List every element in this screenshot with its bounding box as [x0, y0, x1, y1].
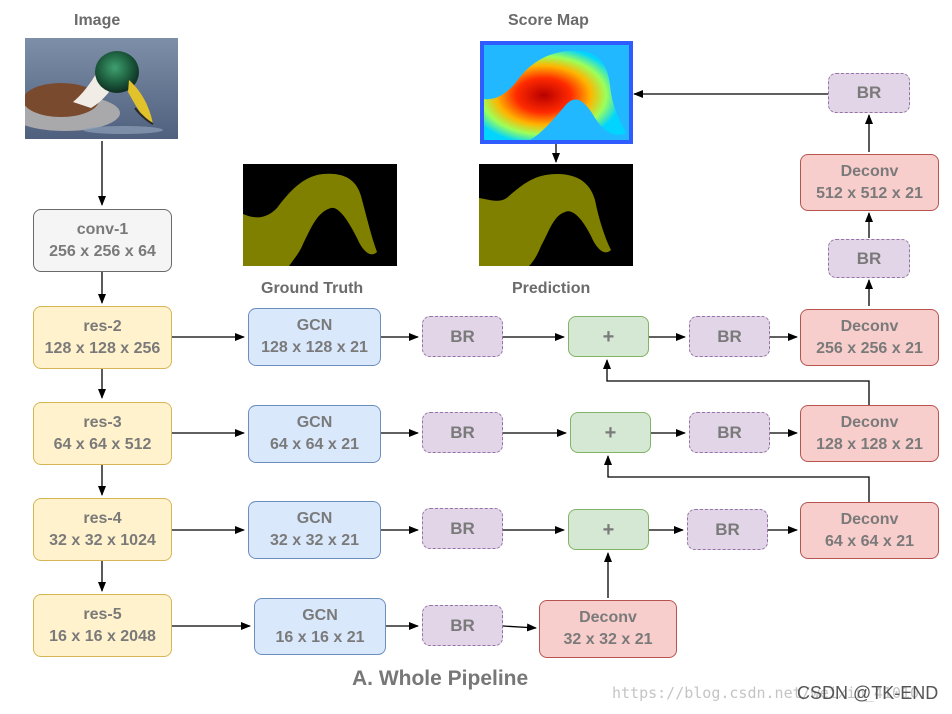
- res3-name: res-3: [83, 413, 122, 431]
- gcn2-block: GCN 128 x 128 x 21: [248, 308, 381, 366]
- br-block: BR: [422, 605, 503, 646]
- res2-size: 128 x 128 x 256: [44, 339, 161, 357]
- res3-block: res-3 64 x 64 x 512: [33, 402, 172, 465]
- br-block: BR: [422, 412, 503, 453]
- gcn5-block: GCN 16 x 16 x 21: [254, 598, 386, 655]
- conv1-name: conv-1: [76, 220, 129, 238]
- br-text: BR: [856, 83, 882, 102]
- res5-name: res-5: [83, 605, 122, 623]
- gcn2-size: 128 x 128 x 21: [261, 339, 368, 356]
- gcn4-block: GCN 32 x 32 x 21: [248, 501, 381, 559]
- gcn4-name: GCN: [296, 510, 333, 527]
- arrow-deconv4-to-plus3: [604, 455, 870, 503]
- br-text: BR: [856, 248, 882, 268]
- deconv-top-size: 512 x 512 x 21: [816, 184, 923, 202]
- res4-block: res-4 32 x 32 x 1024: [33, 498, 172, 561]
- gcn5-name: GCN: [302, 606, 338, 624]
- br-block: BR: [422, 508, 503, 549]
- conv1-size: 256 x 256 x 64: [49, 242, 156, 260]
- br-block: BR: [422, 316, 503, 357]
- prediction-mask: [479, 164, 633, 266]
- res5-block: res-5 16 x 16 x 2048: [33, 594, 172, 657]
- deconv4-name: Deconv: [840, 510, 899, 528]
- deconv2-block: Deconv 256 x 256 x 21: [800, 309, 939, 366]
- deconv3-name: Deconv: [840, 413, 899, 431]
- res4-size: 32 x 32 x 1024: [49, 531, 156, 549]
- br-block: BR: [828, 73, 910, 113]
- sum-text: +: [602, 325, 615, 348]
- deconv-top-name: Deconv: [840, 162, 899, 180]
- sum-node: +: [568, 316, 649, 357]
- deconv5-size: 32 x 32 x 21: [563, 631, 653, 648]
- res5-size: 16 x 16 x 2048: [49, 627, 156, 645]
- arrow-br5-to-deconv5: [502, 623, 537, 632]
- deconv5-name: Deconv: [579, 609, 637, 626]
- br-text: BR: [450, 422, 475, 442]
- score-map-label: Score Map: [508, 12, 589, 29]
- res3-size: 64 x 64 x 512: [53, 435, 152, 453]
- deconv5-block: Deconv 32 x 32 x 21: [539, 600, 677, 658]
- br-block: BR: [689, 412, 770, 453]
- deconv2-name: Deconv: [840, 317, 899, 335]
- conv1-block: conv-1 256 x 256 x 64: [33, 209, 172, 272]
- sum-node: +: [568, 509, 649, 550]
- score-map-heatmap: [480, 41, 633, 144]
- br-text: BR: [717, 422, 742, 442]
- br-block: BR: [828, 239, 910, 278]
- gcn2-name: GCN: [296, 317, 333, 334]
- res4-name: res-4: [83, 509, 122, 527]
- arrow-deconv3-to-plus2: [603, 359, 870, 405]
- ground-truth-label: Ground Truth: [261, 280, 364, 297]
- deconv3-size: 128 x 128 x 21: [816, 435, 923, 453]
- deconv-top-block: Deconv 512 x 512 x 21: [800, 154, 939, 211]
- deconv4-size: 64 x 64 x 21: [825, 532, 914, 550]
- prediction-label: Prediction: [512, 280, 591, 297]
- watermark-brand: CSDN @TK-END: [797, 683, 939, 703]
- res2-name: res-2: [83, 317, 122, 335]
- res2-block: res-2 128 x 128 x 256: [33, 306, 172, 369]
- gcn5-size: 16 x 16 x 21: [275, 628, 365, 646]
- br-text: BR: [715, 519, 740, 539]
- br-block: BR: [689, 316, 770, 357]
- deconv2-size: 256 x 256 x 21: [816, 339, 923, 357]
- duck-image: [25, 38, 178, 139]
- br-text: BR: [450, 615, 475, 635]
- watermark-url: https://blog.csdn.net/weixin_41010: [612, 684, 920, 702]
- ground-truth-mask: [243, 164, 397, 266]
- sum-text: +: [602, 518, 615, 541]
- br-block: BR: [687, 509, 768, 550]
- gcn3-size: 64 x 64 x 21: [270, 436, 359, 453]
- br-text: BR: [450, 326, 475, 346]
- gcn3-name: GCN: [296, 414, 333, 431]
- br-text: BR: [450, 518, 475, 538]
- deconv3-block: Deconv 128 x 128 x 21: [800, 405, 939, 462]
- sum-node: +: [570, 412, 651, 453]
- gcn4-size: 32 x 32 x 21: [270, 532, 359, 549]
- br-text: BR: [717, 326, 742, 346]
- gcn3-block: GCN 64 x 64 x 21: [248, 405, 381, 463]
- sum-text: +: [604, 421, 617, 444]
- figure-caption: A. Whole Pipeline: [352, 667, 529, 690]
- image-label: Image: [74, 12, 121, 29]
- deconv4-block: Deconv 64 x 64 x 21: [800, 502, 939, 559]
